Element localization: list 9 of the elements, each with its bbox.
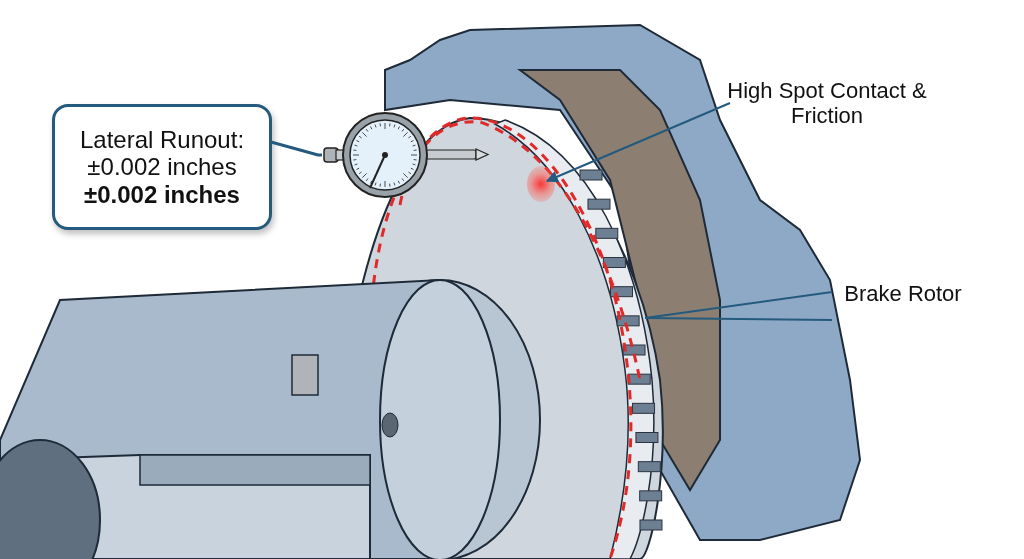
callout-text: Brake Rotor: [844, 281, 962, 307]
callout-text: High Spot Contact & Friction: [726, 77, 928, 129]
callout-bubble: [52, 104, 272, 230]
callout-tail: [269, 140, 324, 157]
callout-text: ±0.002 inches: [84, 180, 240, 209]
callout-text: Lateral Runout: ±0.002 inches: [78, 125, 246, 181]
leader-line: [644, 317, 833, 321]
high-spot-glow: [527, 166, 555, 202]
leader-arrow: [545, 102, 731, 183]
